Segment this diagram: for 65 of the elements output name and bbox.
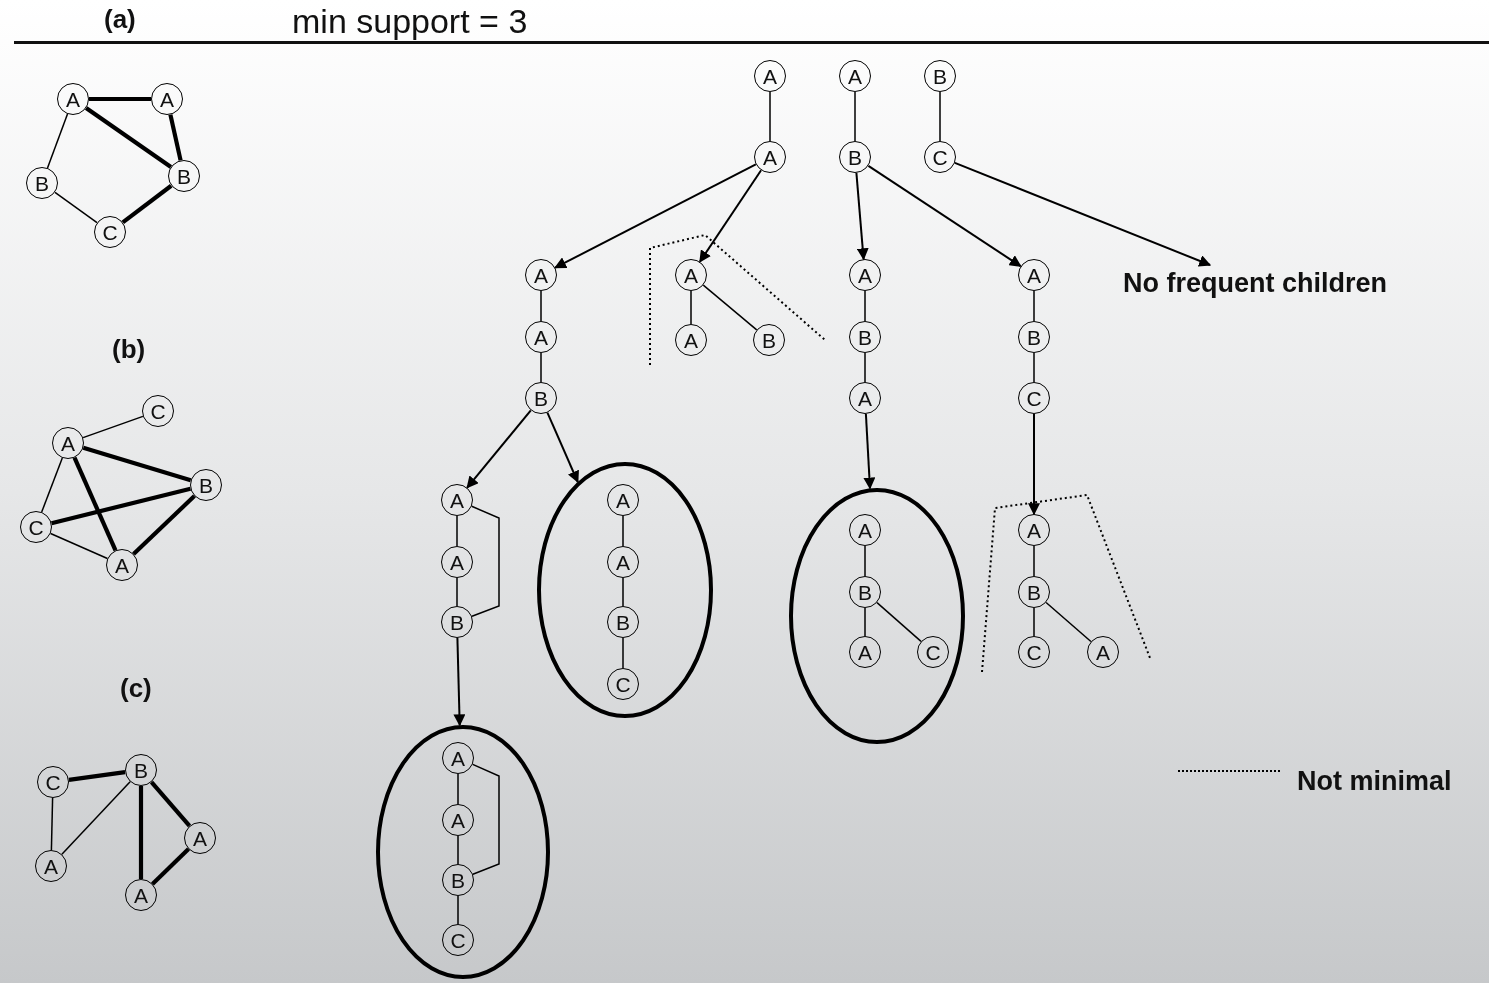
graph-edge	[622, 637, 624, 669]
graph-edge	[939, 91, 941, 142]
graph-edge	[82, 445, 192, 483]
graph-edge	[40, 457, 64, 513]
graph-edge	[168, 114, 183, 161]
graph-edge	[54, 191, 98, 224]
arrow	[453, 637, 466, 727]
graph-edge	[1045, 601, 1092, 643]
graph-edge	[49, 532, 109, 560]
graph-edge	[61, 780, 131, 856]
graph-edge	[769, 91, 771, 142]
oval-outline	[376, 725, 550, 979]
note-text: No frequent children	[1095, 265, 1415, 301]
graph-edge	[84, 106, 173, 169]
graph-edge	[1033, 545, 1035, 577]
graph-edge	[876, 601, 922, 643]
arrow	[855, 171, 869, 261]
graph-edge	[471, 763, 500, 875]
arrow	[546, 411, 579, 484]
graph-edge	[121, 184, 173, 224]
panel-label: (a)	[104, 4, 136, 35]
arrow	[698, 169, 763, 263]
graph-edge	[51, 486, 191, 526]
graph-edge	[132, 494, 196, 556]
legend-text: Not minimal	[1297, 766, 1452, 797]
graph-edge	[622, 577, 624, 607]
graph-edge	[702, 284, 758, 331]
graph-edge	[540, 290, 542, 322]
graph-edge	[864, 545, 866, 577]
graph-edge	[540, 352, 542, 383]
arrow	[867, 164, 1022, 268]
graph-edge	[690, 290, 692, 325]
arrow	[863, 413, 876, 490]
oval-outline	[537, 462, 713, 718]
graph-edge	[151, 847, 190, 886]
graph-edge	[82, 415, 144, 439]
graph-edge	[72, 456, 118, 552]
arrow	[554, 163, 757, 269]
graph-edge	[50, 797, 54, 851]
graph-edge	[456, 577, 458, 607]
graph-edge	[1033, 352, 1035, 383]
graph-edge	[457, 773, 459, 805]
graph-edge	[457, 895, 459, 925]
graph-edge	[622, 515, 624, 547]
arrow	[953, 161, 1212, 267]
graph-edge	[864, 290, 866, 322]
panel-label: (c)	[120, 673, 152, 704]
panel-label: (b)	[112, 334, 146, 365]
graph-edge	[456, 515, 458, 547]
graph-edge	[864, 607, 866, 637]
graph-edge	[470, 505, 500, 618]
arrow	[466, 409, 532, 489]
title: min support = 3	[292, 2, 528, 41]
graph-edge	[457, 835, 459, 865]
graph-edge	[68, 770, 126, 782]
graph-edge	[149, 780, 192, 828]
oval-outline	[789, 488, 965, 744]
arrow	[1028, 413, 1040, 516]
graph-edge	[46, 113, 69, 169]
graph-edge	[1033, 607, 1035, 637]
graph-edge	[138, 786, 144, 879]
graph-edge	[854, 91, 856, 142]
graph-edge	[1033, 290, 1035, 322]
graph-edge	[89, 96, 151, 102]
graph-edge	[864, 352, 866, 383]
